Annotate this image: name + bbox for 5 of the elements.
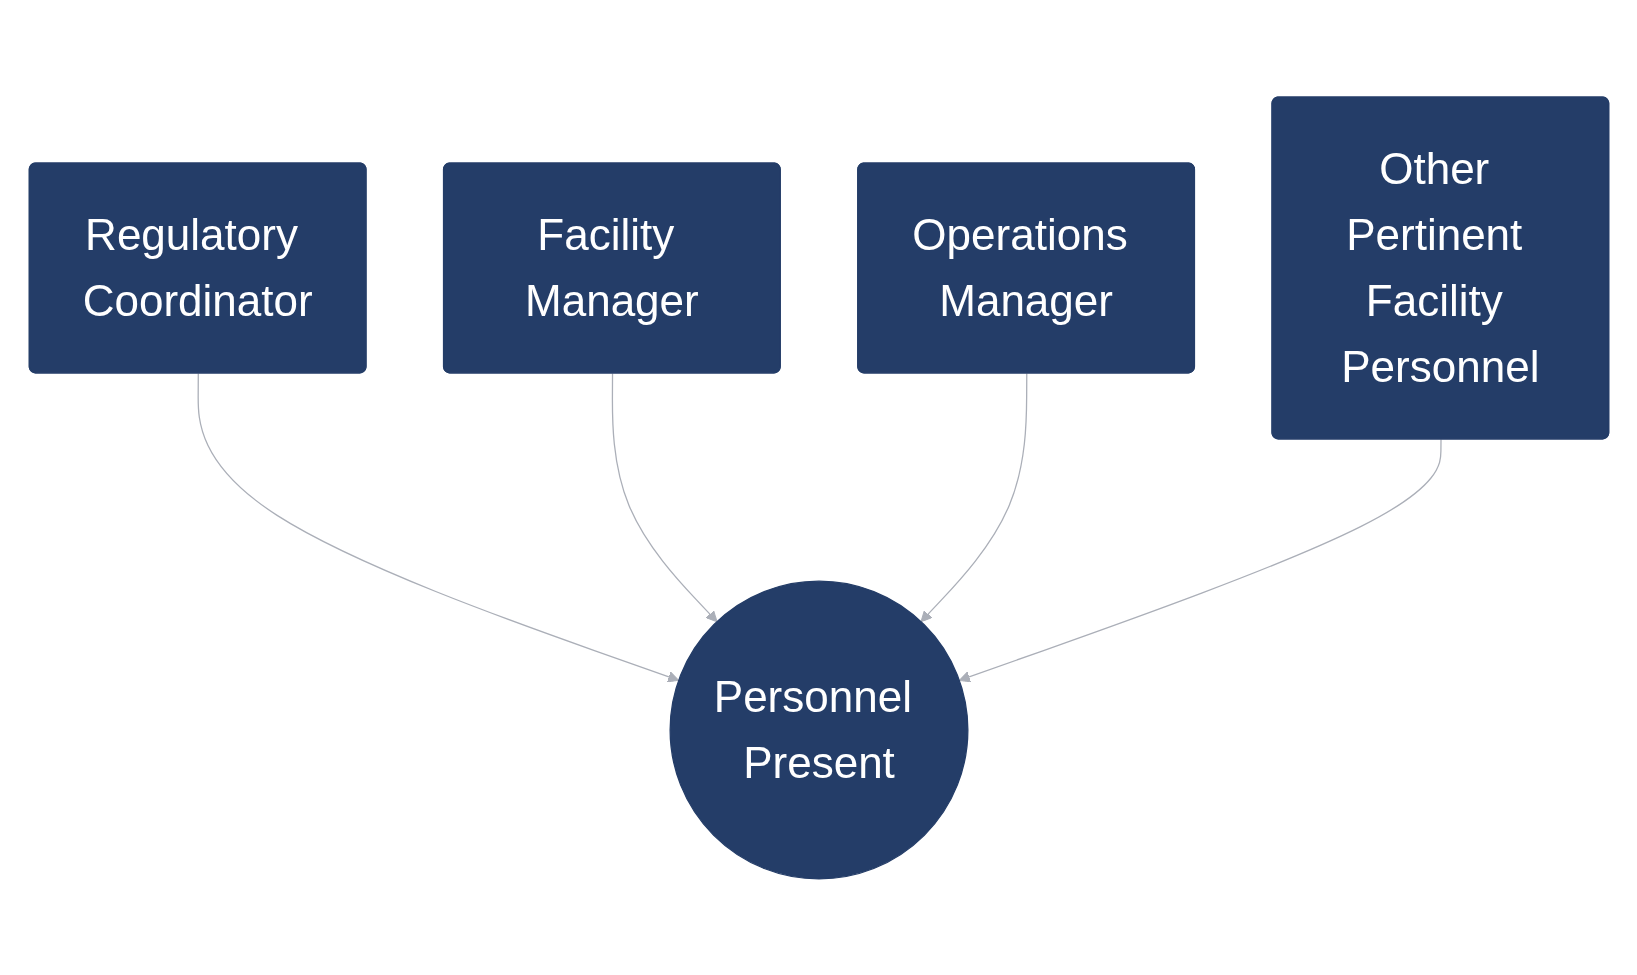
arrow bbox=[920, 372, 1027, 622]
arrow bbox=[958, 438, 1442, 682]
node-circle: Personnel Present bbox=[669, 580, 968, 880]
arrow bbox=[611, 372, 717, 622]
arrow bbox=[197, 372, 679, 682]
